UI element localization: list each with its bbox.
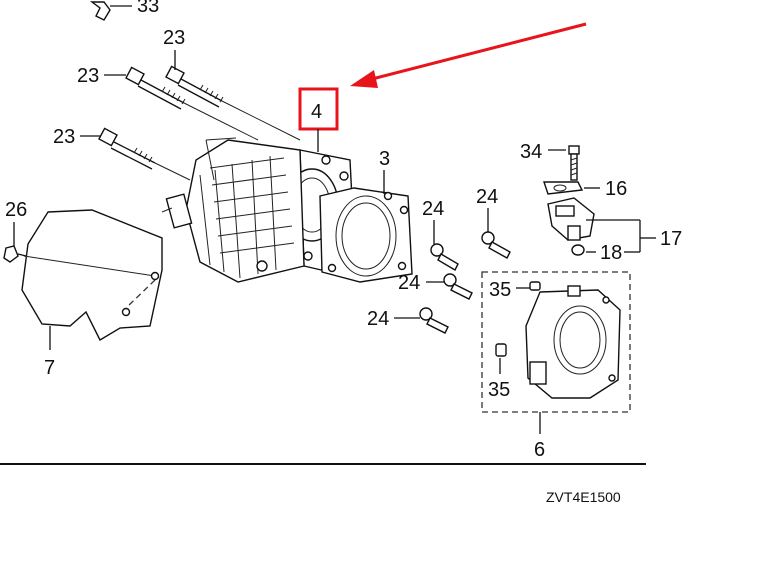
callout-4: 4 (311, 101, 322, 123)
drawing-code: ZVT4E1500 (546, 489, 621, 505)
callout-35-b: 35 (488, 379, 510, 401)
callout-17: 17 (660, 228, 682, 250)
callout-33: 33 (137, 0, 159, 17)
sensor-part-17 (547, 197, 656, 252)
callout-6: 6 (534, 439, 545, 461)
callout-3: 3 (379, 148, 390, 170)
kit-box-part-6 (481, 271, 631, 413)
callout-35-a: 35 (489, 279, 511, 301)
throttle-body-part-4 (161, 137, 357, 283)
bolt-part-26 (3, 222, 27, 263)
spacer-plate (525, 285, 621, 399)
callout-24-b: 24 (476, 186, 498, 208)
dowel-pin-35-b (495, 343, 507, 374)
bolt-34 (548, 145, 580, 181)
o-ring-part-16 (543, 181, 600, 195)
callout-34: 34 (520, 141, 542, 163)
bolt-23-lower (80, 127, 156, 170)
callout-24-c: 24 (398, 272, 420, 294)
callout-24-d: 24 (367, 308, 389, 330)
callout-18: 18 (600, 242, 622, 264)
bolt-24-d (394, 307, 449, 334)
callout-16: 16 (605, 178, 627, 200)
gasket-part-3 (319, 170, 413, 283)
clip-part-33 (89, 1, 132, 21)
bolt-23-upper-left (104, 66, 186, 110)
cover-plate-part-7 (21, 209, 163, 350)
o-ring-part-18 (571, 244, 596, 256)
callout-7: 7 (44, 357, 55, 379)
bolt-24-b (481, 208, 511, 259)
callout-23-middle: 23 (77, 65, 99, 87)
dowel-pin-35-a (516, 281, 541, 291)
callout-23-top: 23 (163, 27, 185, 49)
callout-24-a: 24 (422, 198, 444, 220)
red-pointer-arrow (350, 22, 587, 88)
bolt-24-c (426, 273, 473, 300)
callout-23-lower: 23 (53, 126, 75, 148)
callout-26: 26 (5, 199, 27, 221)
bolt-24-a (430, 220, 459, 271)
bolt-23-upper-right (165, 50, 224, 108)
